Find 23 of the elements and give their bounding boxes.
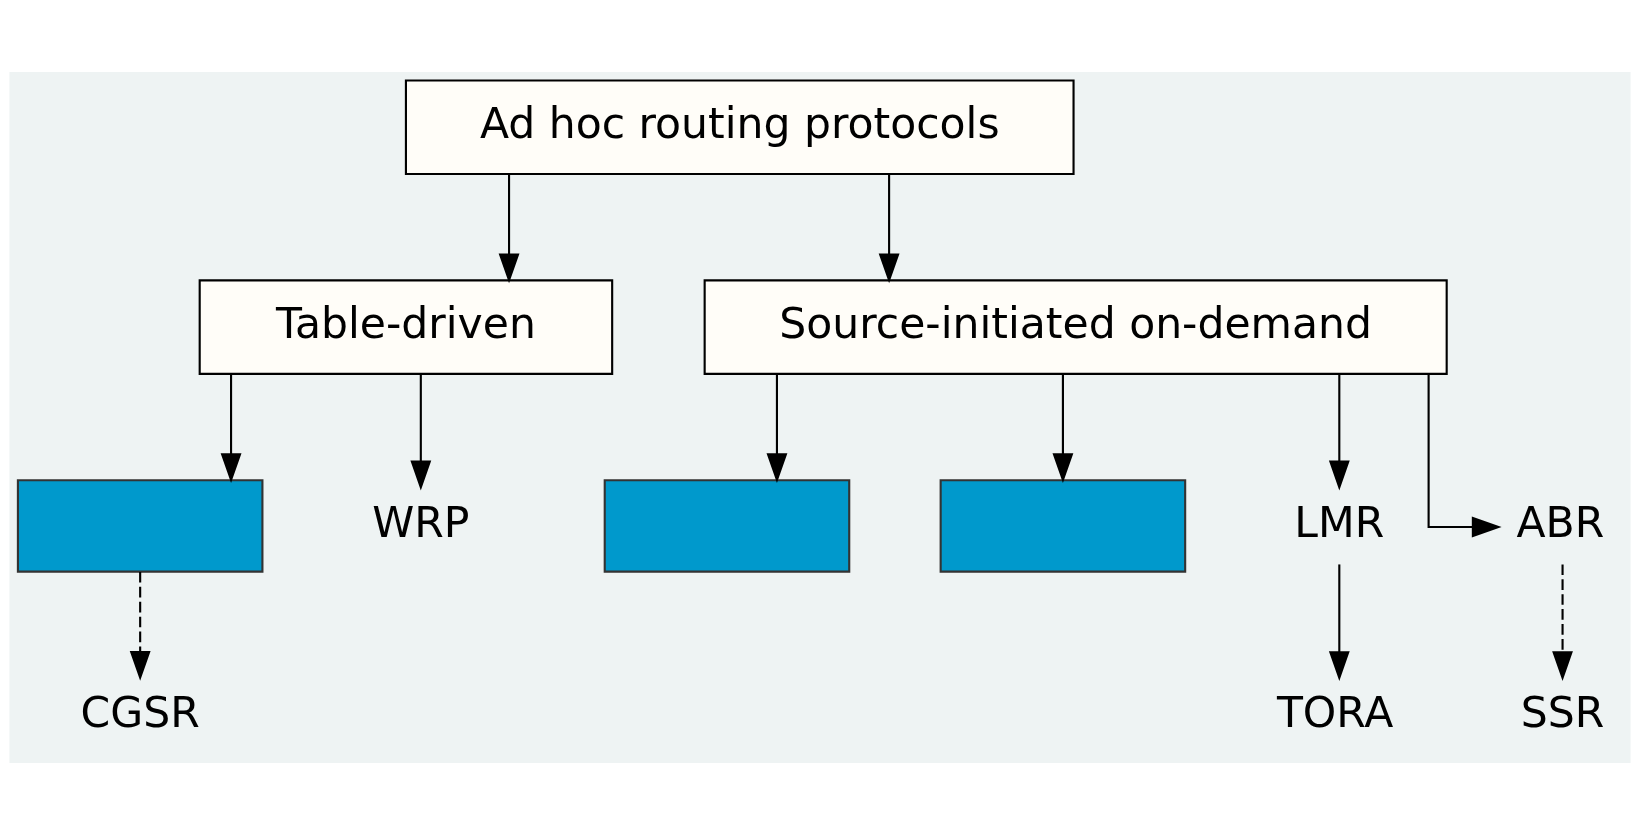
node-box (16, 478, 263, 573)
arrow (766, 373, 787, 483)
arrow (1427, 374, 1502, 537)
arrow (1328, 373, 1350, 490)
node-text: LMR (1293, 497, 1384, 547)
node-box: Table-driven (198, 278, 613, 375)
arrow (1551, 563, 1573, 681)
arrow (409, 373, 431, 490)
node-text: TORA (1276, 687, 1393, 737)
arrow (129, 571, 151, 681)
node-text: WRP (371, 497, 469, 547)
arrow (220, 373, 241, 483)
node-text: CGSR (80, 687, 200, 737)
node-box (939, 478, 1186, 573)
arrow (1051, 373, 1073, 483)
arrow (498, 174, 519, 283)
node-box: Source-initiated on-demand (703, 278, 1448, 375)
node-text: SSR (1520, 687, 1604, 737)
node-text: ABR (1516, 497, 1604, 547)
arrow (878, 174, 900, 283)
node-box: Ad hoc routing protocols (404, 78, 1075, 175)
node-box (603, 478, 850, 573)
arrow (1328, 563, 1350, 681)
